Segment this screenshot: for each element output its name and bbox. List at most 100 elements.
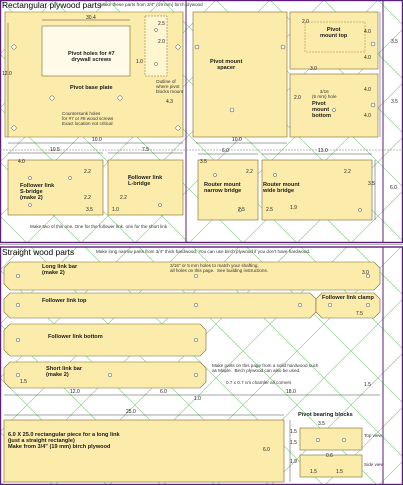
short-link-label: Short link bar (make 2) xyxy=(46,366,83,378)
dim-label: 0.6 xyxy=(326,453,333,459)
dim-label: 30.4 xyxy=(86,15,96,21)
hole xyxy=(68,176,72,180)
pivot-mount-top-part xyxy=(289,11,379,70)
dim-label: 1.9 xyxy=(290,459,297,465)
rect-section-note: Make these parts from 3/4" (19 mm) birch… xyxy=(100,2,203,7)
long-link-label: Long link bar (make 2) xyxy=(42,264,78,276)
hole xyxy=(193,337,199,343)
router-wide-label: Router mount wide bridge xyxy=(263,182,300,194)
dim-label: 2.0 xyxy=(302,19,309,25)
hole xyxy=(11,125,17,131)
dim-label: 1.9 xyxy=(290,205,297,211)
dim-label: 1.0 xyxy=(136,59,143,65)
router-wide-part xyxy=(261,159,373,221)
dim-label: 3.0 xyxy=(362,270,369,276)
follower-link-bottom-part xyxy=(3,323,207,357)
dim-label: 7.5 xyxy=(142,147,149,153)
pivot-bearing-side-part xyxy=(299,454,363,478)
hole xyxy=(365,273,371,279)
hole xyxy=(273,173,277,177)
hole xyxy=(107,372,113,378)
dim-label: 1.5 xyxy=(290,440,297,446)
dim-label: 3.5 xyxy=(86,207,93,213)
pivot-hole xyxy=(154,28,158,32)
dim-label: 25.0 xyxy=(126,409,136,415)
dim-label: 1.5 xyxy=(20,379,27,385)
hole xyxy=(49,95,55,101)
hole xyxy=(193,273,199,279)
hole xyxy=(327,302,333,308)
dim-label: 6.0 xyxy=(390,185,397,191)
hole xyxy=(28,203,32,207)
hole xyxy=(358,208,362,212)
hole xyxy=(175,125,181,131)
dim-label: 1.0 xyxy=(194,396,201,402)
hole xyxy=(117,95,123,101)
dim-label: 2.2 xyxy=(120,195,127,201)
pivot-mount-spacer-label: Pivot mount spacer xyxy=(210,59,243,71)
dim-label: 4.0 xyxy=(18,159,25,165)
hole xyxy=(370,102,376,108)
follower-link-top-part xyxy=(3,292,317,319)
dim-label: 3.0 xyxy=(310,66,317,72)
dim-label: 18.0 xyxy=(286,389,296,395)
follower-lbridge-label: Follower link L-bridge xyxy=(128,175,163,187)
hole xyxy=(28,176,32,180)
outline-pivot-label: Outline of where pivot blocks mount xyxy=(156,79,184,94)
pivot-mount-top-label: Pivot mount top xyxy=(320,27,348,39)
dim-label: 2.2 xyxy=(344,169,351,175)
dim-label: 1.5 xyxy=(290,429,297,435)
hole xyxy=(365,302,371,308)
dim-label: 6.0 xyxy=(222,148,229,154)
long-piece-label: 6.0 X 25.0 rectangular piece for a long … xyxy=(8,432,120,450)
dim-label: 10.5 xyxy=(50,147,60,153)
dim-label: 6.0 xyxy=(160,389,167,395)
dim-label: 4.3 xyxy=(166,99,173,105)
pivot-mount-bottom-part xyxy=(289,73,379,138)
hole xyxy=(315,437,321,443)
dim-label: 2.0 xyxy=(158,39,165,45)
long-link-bar-part xyxy=(3,261,381,291)
top-view-label: Top view xyxy=(364,433,382,438)
pivot-mount-bottom-label: Pivot mount bottom xyxy=(312,101,331,119)
dim-label: 2.5 xyxy=(158,21,165,27)
chamfer-label: 0.7 x 0.7 cm chamfer all corners xyxy=(226,380,292,385)
pivot-outline xyxy=(144,15,168,77)
router-narrow-label: Router mount narrow bridge xyxy=(204,182,242,194)
dim-label: 2.2 xyxy=(84,169,91,175)
short-link-bar-part xyxy=(3,361,207,389)
hole xyxy=(15,337,21,343)
countersunk-label: Countersunk holes for #7 or #8 wood scre… xyxy=(62,111,114,126)
follower-clamp-label: Follower link clamp xyxy=(322,295,374,301)
dim-label: 3.5 xyxy=(391,39,398,45)
hole xyxy=(280,44,286,50)
hole xyxy=(128,176,132,180)
solid-note-label: Make parts on this page from a solid har… xyxy=(212,363,319,373)
follower-sbridge-label: Follower link S-bridge (make 2) xyxy=(20,183,55,201)
dim-label: 1.0 xyxy=(112,207,119,213)
hole xyxy=(297,302,303,308)
hole xyxy=(194,44,200,50)
hole xyxy=(15,273,21,279)
dim-label: 6.0 xyxy=(263,447,270,453)
pivot-base-label: Pivot base plate xyxy=(70,85,113,91)
hole xyxy=(15,302,21,308)
dim-label: 4.0 xyxy=(364,113,371,119)
hole xyxy=(175,44,181,50)
dim-label: 2.5 xyxy=(266,207,273,213)
dim-label: 4.0 xyxy=(364,29,371,35)
dim-label: 3.5 xyxy=(391,99,398,105)
pivot-bearing-label: Pivot bearing blocks xyxy=(298,412,353,418)
dim-label: 3.5 xyxy=(318,421,325,427)
dim-label: 12.0 xyxy=(70,389,80,395)
dim-label: 1.5 xyxy=(310,469,317,475)
follower-sbridge-part xyxy=(7,159,104,216)
base-plate-cutout xyxy=(41,25,131,77)
hole-note-label: 3/16 (5 mm) hole xyxy=(312,89,337,99)
side-view-label: Side view xyxy=(364,462,384,467)
pivot-mount-spacer-part xyxy=(192,11,288,138)
dim-label: 10.0 xyxy=(92,137,102,143)
dim-label: 12.0 xyxy=(2,71,12,77)
hole xyxy=(193,302,199,308)
